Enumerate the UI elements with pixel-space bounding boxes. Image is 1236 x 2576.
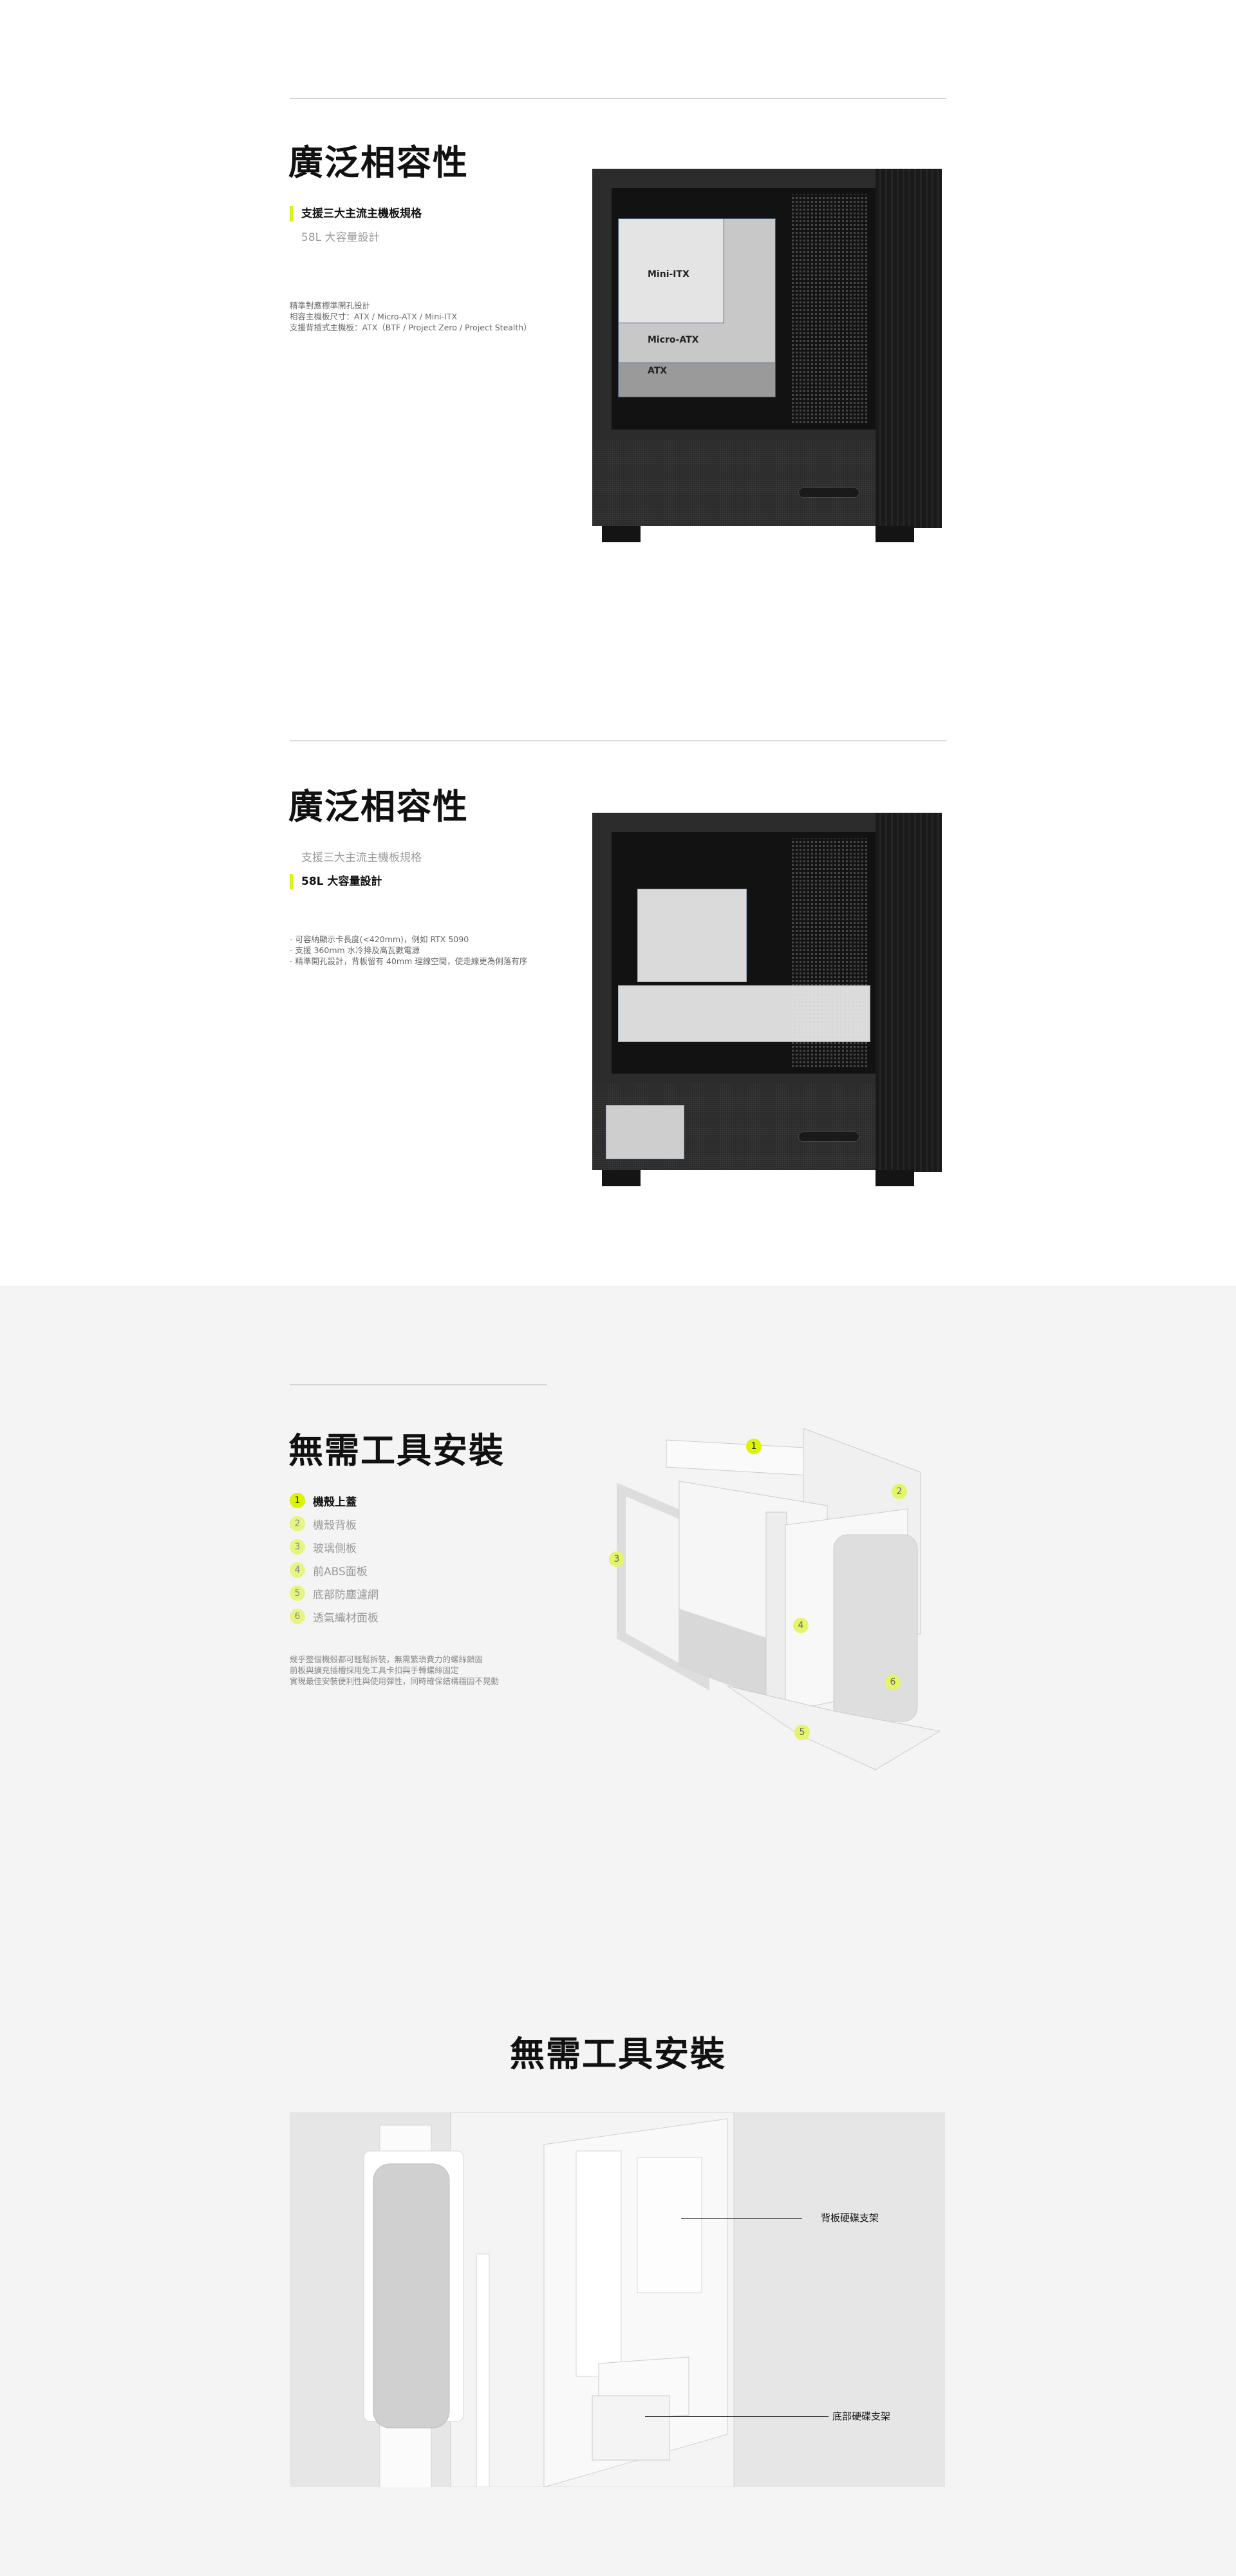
tab-motherboard-support[interactable]: 支援三大主流主機板規格 (301, 851, 422, 864)
part-label: 玻璃側板 (313, 1542, 357, 1555)
number-badge: 2 (290, 1516, 305, 1531)
part-label: 底部防塵濾網 (313, 1588, 379, 1602)
number-badge: 1 (290, 1493, 305, 1508)
front-io-ports (798, 1132, 859, 1142)
part-item-top-cover[interactable]: 1 機殼上蓋 (290, 1492, 357, 1509)
callout-badge-3[interactable]: 3 (609, 1551, 624, 1567)
description-line: - 支援 360mm 水冷排及高瓦數電源 (290, 945, 420, 955)
section-title: 廣泛相容性 (288, 142, 469, 183)
description-line: 支援背插式主機板：ATX（BTF / Project Zero / Projec… (290, 323, 532, 332)
front-panel (876, 169, 942, 528)
fabric-shroud (592, 439, 876, 526)
exploded-case-diagram (617, 1428, 940, 1770)
callout-badge-1[interactable]: 1 (746, 1439, 762, 1454)
front-io-ports (798, 488, 859, 498)
micro-atx-label: Micro-ATX (648, 335, 699, 345)
part-item-back-panel[interactable]: 2 機殼背板 (290, 1515, 357, 1532)
atx-label: ATX (648, 366, 668, 376)
gpu-length-highlight (618, 985, 870, 1042)
front-panel (876, 813, 942, 1172)
number-badge: 5 (290, 1586, 305, 1601)
section-title: 無需工具安裝 (288, 1430, 505, 1471)
callout-bottom-drive-bracket: 底部硬碟支架 (832, 2410, 891, 2422)
case-foot (602, 1170, 641, 1186)
number-badge: 4 (290, 1562, 305, 1578)
mesh-panel (792, 194, 869, 423)
part-item-bottom-filter[interactable]: 5 底部防塵濾網 (290, 1585, 379, 1602)
section-title: 無需工具安裝 (510, 2034, 726, 2074)
section-description: 幾乎整個機殼都可輕鬆拆裝，無需繁瑣費力的螺絲鎖固 前板與擴充插槽採用免工具卡扣與… (290, 1654, 499, 1687)
part-label: 機殼背板 (313, 1519, 357, 1532)
number-badge: 3 (290, 1539, 305, 1555)
part-label: 前ABS面板 (313, 1565, 368, 1578)
tab-58l-capacity[interactable]: 58L 大容量設計 (290, 874, 382, 889)
callout-backplate-drive-bracket: 背板硬碟支架 (821, 2212, 879, 2224)
case-image-motherboard: ATX Micro-ATX Mini-ITX (592, 169, 942, 544)
part-item-fabric-panel[interactable]: 6 透氣織材面板 (290, 1608, 379, 1625)
mini-itx-board-outline: Mini-ITX (618, 218, 724, 323)
white-case-illustration (363, 2112, 735, 2487)
section-description: 精準對應標準開孔設計 相容主機板尺寸：ATX / Micro-ATX / Min… (290, 300, 532, 333)
description-line: - 精準開孔設計，背板留有 40mm 理線空間，使走線更為俐落有序 (290, 956, 528, 966)
callout-badge-5[interactable]: 5 (794, 1725, 810, 1740)
callout-badge-4[interactable]: 4 (793, 1618, 809, 1633)
tab-motherboard-support[interactable]: 支援三大主流主機板規格 (290, 206, 422, 222)
part-label: 機殼上蓋 (313, 1495, 357, 1509)
callout-line (645, 2416, 829, 2417)
case-foot (876, 1170, 914, 1186)
cooler-radiator-highlight (637, 889, 747, 982)
callout-line (681, 2218, 802, 2219)
description-line: 相容主機板尺寸：ATX / Micro-ATX / Mini-ITX (290, 312, 458, 321)
section-title: 廣泛相容性 (288, 786, 469, 827)
mini-itx-label: Mini-ITX (648, 269, 689, 279)
description-line: 精準對應標準開孔設計 (290, 301, 371, 310)
description-line: 實現最佳安裝便利性與使用彈性，同時確保結構穩固不晃動 (290, 1676, 500, 1686)
tab-58l-capacity[interactable]: 58L 大容量設計 (301, 231, 380, 244)
number-badge: 6 (290, 1609, 305, 1624)
callout-badge-2[interactable]: 2 (892, 1484, 907, 1499)
part-label: 透氣織材面板 (313, 1611, 379, 1625)
drive-bracket-image (290, 2112, 945, 2487)
part-item-glass-side[interactable]: 3 玻璃側板 (290, 1539, 357, 1555)
case-foot (876, 526, 914, 542)
description-line: - 可容納顯示卡長度(<420mm)，例如 RTX 5090 (290, 934, 469, 944)
callout-badge-6[interactable]: 6 (885, 1674, 901, 1690)
section-description: - 可容納顯示卡長度(<420mm)，例如 RTX 5090 - 支援 360m… (290, 934, 527, 967)
description-line: 幾乎整個機殼都可輕鬆拆裝，無需繁瑣費力的螺絲鎖固 (290, 1654, 483, 1664)
description-line: 前板與擴充插槽採用免工具卡扣與手轉螺絲固定 (290, 1665, 459, 1675)
case-image-capacity (592, 813, 942, 1188)
psu-highlight (606, 1105, 684, 1159)
part-item-front-abs[interactable]: 4 前ABS面板 (290, 1562, 368, 1578)
case-foot (602, 526, 641, 542)
